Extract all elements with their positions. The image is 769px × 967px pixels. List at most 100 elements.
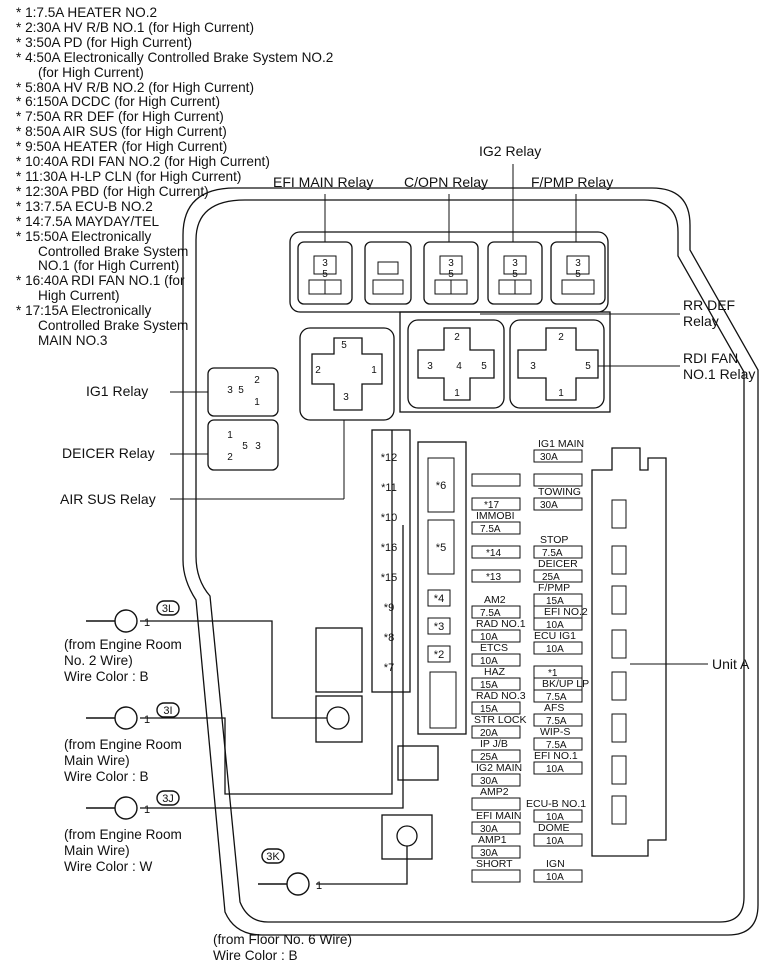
fuse-value: 15A [480,680,498,691]
fuse-value: 25A [480,752,498,763]
fuse-label: EFI NO.2 [544,606,588,618]
fuse-label: RAD NO.1 [476,618,526,630]
fuse-label: *15 [381,572,398,584]
ig1-relay-label: IG1 Relay [86,383,149,399]
fuse-label: *10 [381,512,398,524]
fuse-label: *12 [381,452,398,464]
fuse-value: 25A [542,572,560,583]
relay-pin: 2 [315,365,321,376]
fpmp-relay-label: F/PMP Relay [531,174,614,190]
legend-item: * 4:50A Electronically Controlled Brake … [16,49,334,80]
fuse-label: ECU-B NO.1 [526,798,586,810]
fuse-label: *1 [548,668,558,679]
fuse-value: 30A [480,776,498,787]
legend-item: * 7:50A RR DEF (for High Current) [16,109,224,125]
fuse-value: 7.5A [542,548,563,559]
connector-3l-color: Wire Color : B [64,669,149,684]
fuse-label: AM2 [484,594,506,606]
fuse-value: 7.5A [546,716,567,727]
fuse-label: *13 [486,572,501,583]
relay-pin: 2 [558,332,564,343]
fuse-label: WIP-S [540,726,570,738]
relay-pin: 4 [456,361,462,372]
rr-def-relay-label: RR DEF Relay [683,297,736,329]
fuse-value: 7.5A [546,740,567,751]
fuse-label: EFI MAIN [476,810,522,822]
fuse-value: 10A [546,836,564,847]
connector-pin: 1 [144,804,150,816]
copn-relay-label: C/OPN Relay [404,174,489,190]
fuse-label: STOP [540,534,568,546]
fuse-value: 10A [546,644,564,655]
relay-pin: 3 [530,361,536,372]
relay-pin: 2 [454,332,460,343]
legend-item: * 9:50A HEATER (for High Current) [16,139,228,155]
fuse-value: 10A [480,656,498,667]
relay-pin: 3 [343,392,349,403]
fuse-label: STR LOCK [474,714,527,726]
connector-3k-color: Wire Color : B [213,948,298,963]
relay-pin: 3 [575,258,581,269]
fuse-label: *9 [384,602,394,614]
connector-3i-source: (from Engine Room Main Wire) [64,737,182,768]
fuse-value: 30A [480,824,498,835]
fuse-label: *16 [381,542,398,554]
fuse-value: 10A [546,764,564,775]
fuse-value: 10A [546,620,564,631]
fuse-value: 10A [546,872,564,883]
relay-pin: 3 [448,258,454,269]
relay-pin: 5 [512,269,518,280]
fuse-value: 15A [480,704,498,715]
fuse-label: *14 [486,548,501,559]
unit-a-label: Unit A [712,656,750,672]
relay-pin: 5 [585,361,591,372]
connector-3k-source: (from Floor No. 6 Wire) [213,932,352,947]
fuse-value: 30A [480,848,498,859]
relay-pin: 5 [575,269,581,280]
fuse-value: 30A [540,500,558,511]
fuse-value: 20A [480,728,498,739]
fuse-label: *5 [436,542,446,554]
legend-item: * 8:50A AIR SUS (for High Current) [16,124,227,140]
legend-item: * 5:80A HV R/B NO.2 (for High Current) [16,79,254,95]
relay-pin: 3 [427,361,433,372]
ig2-relay-label: IG2 Relay [479,143,542,159]
legend-item: * 14:7.5A MAYDAY/TEL [16,213,160,229]
legend-item: * 15:50A Electronically Controlled Brake… [16,228,189,274]
fuse-label: IMMOBI [476,510,515,522]
connector-pin: 1 [144,714,150,726]
connector-3l-source: (from Engine Room No. 2 Wire) [64,637,182,668]
fuse-label: *7 [384,662,394,674]
rdi-fan-relay-label: RDI FAN NO.1 Relay [683,350,756,382]
relay-pin: 5 [242,441,248,452]
fuse-box-housing [182,187,759,936]
unit-a-block [591,447,667,857]
relay-pin: 3 [322,258,328,269]
connector-3j-source: (from Engine Room Main Wire) [64,827,182,858]
legend-item: * 1:7.5A HEATER NO.2 [16,5,158,20]
relay-pin: 5 [448,269,454,280]
fuse-label: ETCS [480,642,508,654]
fuse-label: AMP1 [478,834,507,846]
fuse-label: *11 [381,482,397,494]
connector-tag: 3I [163,705,172,717]
fuse-value: 7.5A [480,524,501,535]
connector-3j-color: Wire Color : W [64,859,153,874]
connector-tag: 3K [266,851,280,863]
deicer-relay-label: DEICER Relay [62,445,155,461]
fuse-label: IG2 MAIN [476,762,522,774]
relay-pin: 3 [512,258,518,269]
legend-item: * 12:30A PBD (for High Current) [16,183,209,199]
legend-item: * 2:30A HV R/B NO.1 (for High Current) [16,19,254,35]
fuse-label: TOWING [538,486,581,498]
fuse-value: 30A [540,452,558,463]
fuse-label: IG1 MAIN [538,438,584,450]
fuse-label: *2 [434,649,444,661]
relay-pin: 3 [255,441,261,452]
connector-pin: 1 [316,880,322,892]
fuse-label: SHORT [476,858,513,870]
fuse-value: 7.5A [546,692,567,703]
fuse-label: *8 [384,632,394,644]
relay-pin: 1 [558,388,564,399]
